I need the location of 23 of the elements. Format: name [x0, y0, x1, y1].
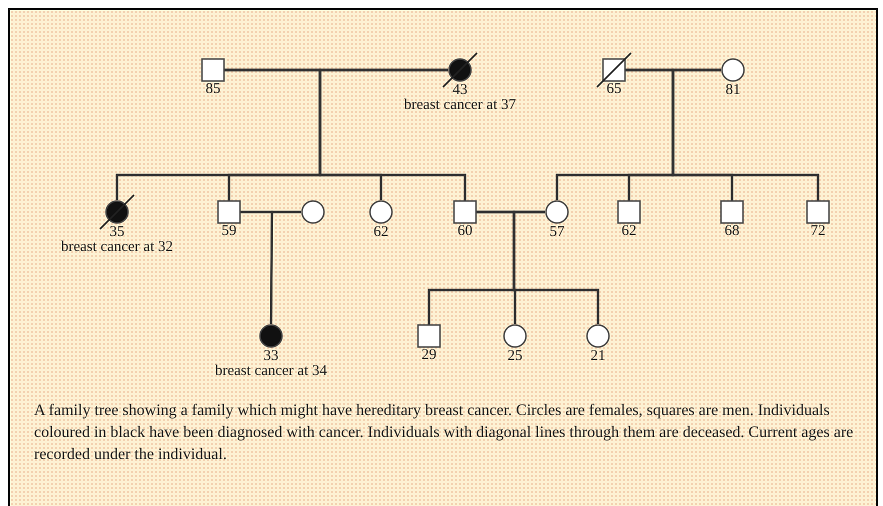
- age-label: 35: [110, 225, 124, 240]
- age-label: 29: [422, 348, 436, 363]
- age-label: 21: [590, 349, 606, 364]
- diagnosis-note: breast cancer at 37: [404, 98, 516, 113]
- age-label: 33: [264, 349, 278, 364]
- age-label: 68: [724, 224, 740, 239]
- age-label: 59: [222, 224, 236, 239]
- pedigree-line: [270, 210, 301, 324]
- diagnosis-note: breast cancer at 34: [214, 364, 328, 379]
- pedigree-line: [512, 210, 600, 324]
- caption: A family tree showing a family which might have hereditary breast cancer. Circles are females, squares are men. Individuals coloured in black have been diagnosed with cancer. Individuals with diagonal lines through them are deceased. Current ages are recorded under the individual.: [34, 401, 854, 465]
- age-label: 72: [810, 224, 826, 239]
- age-label: 65: [606, 82, 622, 97]
- age-label: 43: [452, 83, 468, 98]
- age-label: 57: [550, 225, 564, 240]
- age-label: 81: [726, 83, 740, 98]
- age-label: 60: [458, 224, 472, 239]
- diagnosis-note: breast cancer at 32: [60, 240, 174, 255]
- pedigree-line: [672, 68, 820, 201]
- age-label: 62: [374, 225, 388, 240]
- age-label: 85: [206, 82, 220, 97]
- age-label: 25: [508, 349, 522, 364]
- age-label: 62: [622, 224, 636, 239]
